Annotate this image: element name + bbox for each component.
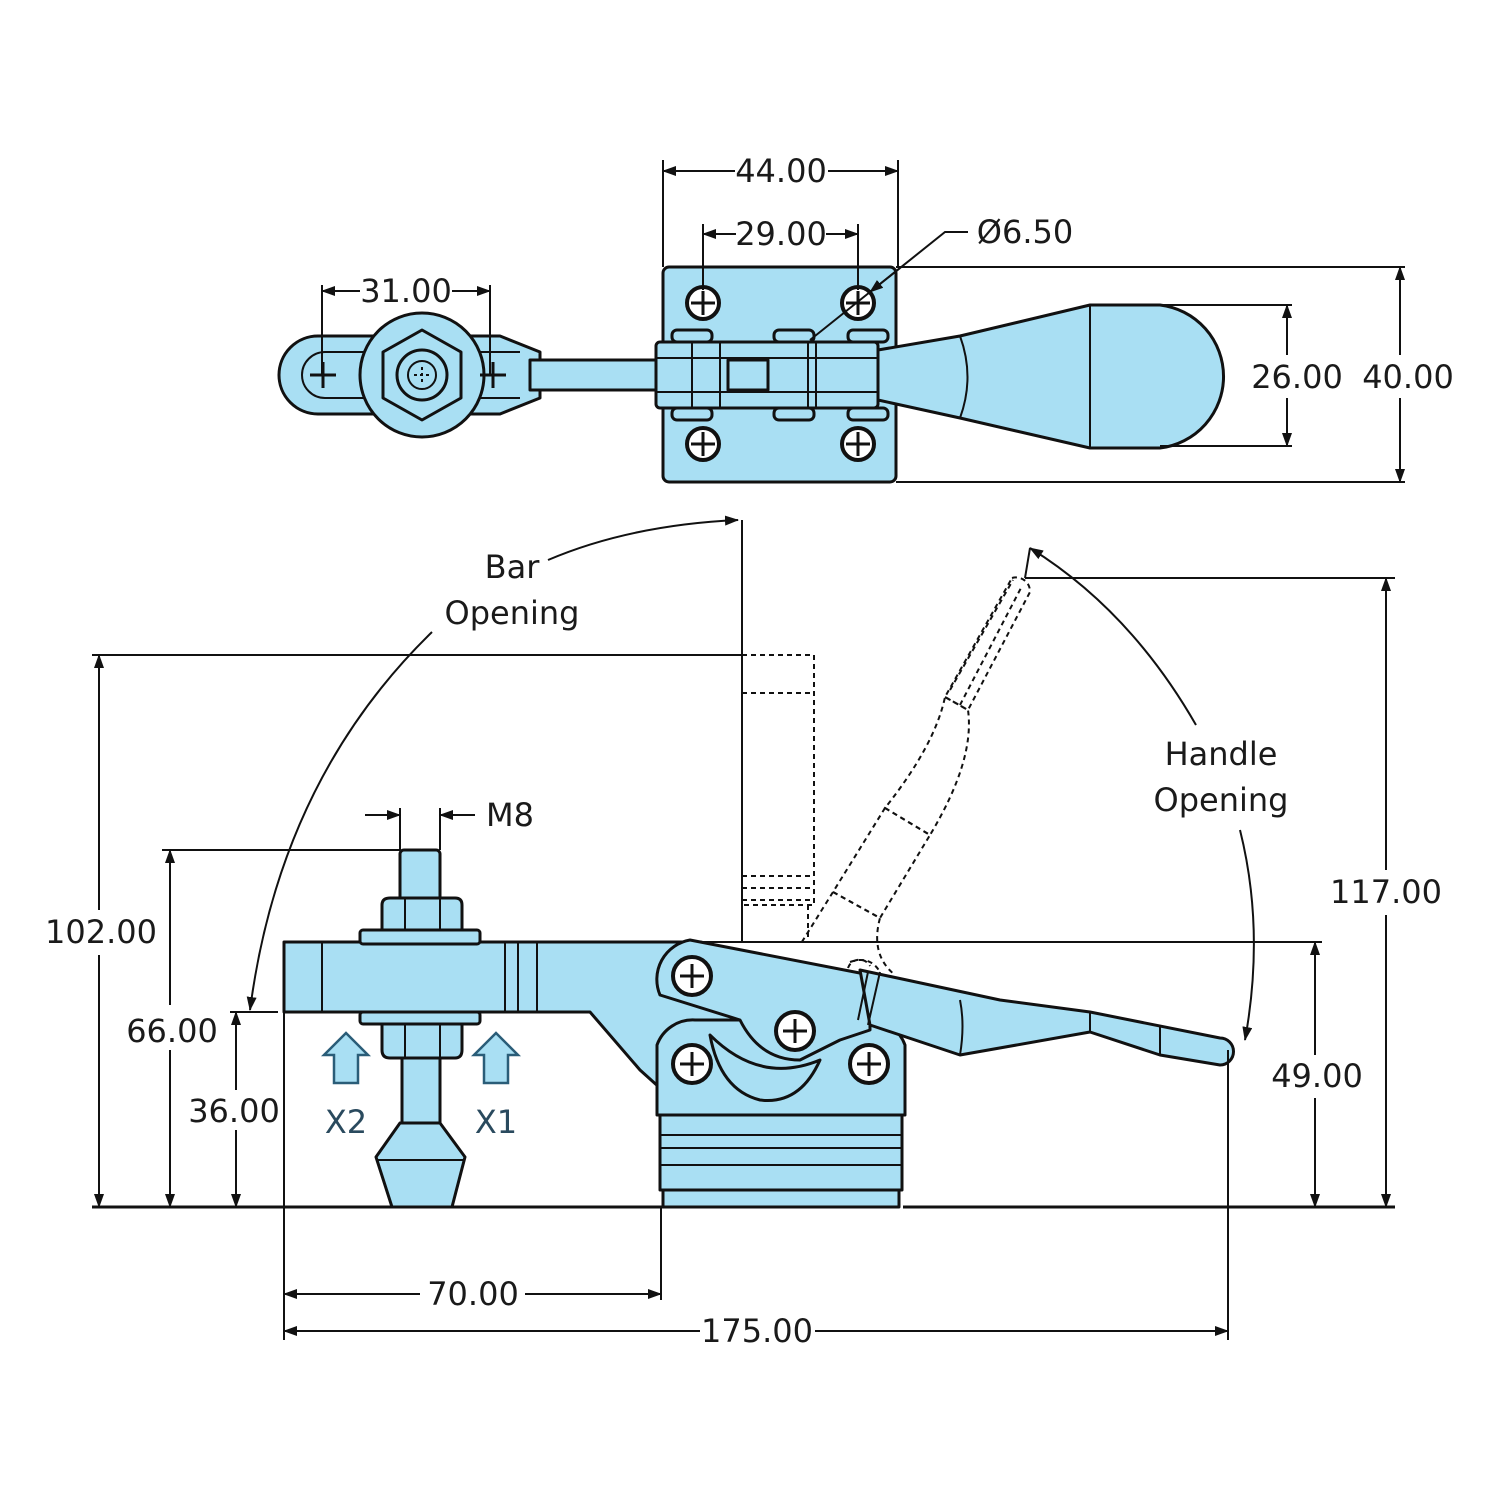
dim-label: M8 (486, 796, 534, 834)
handle-top (876, 303, 1226, 450)
bar-opening-arc: Bar Opening (246, 515, 743, 1011)
dim-44: 44.00 (662, 152, 899, 267)
dim-117: 117.00 (1025, 577, 1442, 1208)
handle-open-phantom (799, 576, 1032, 976)
dim-31: 31.00 (321, 272, 491, 375)
handle-opening-label-2: Opening (1154, 781, 1289, 819)
dim-label: 117.00 (1330, 873, 1442, 911)
dim-label: 44.00 (735, 152, 827, 190)
handle-opening-label-1: Handle (1165, 735, 1278, 773)
pivot-holes (671, 955, 890, 1085)
dim-label: 29.00 (735, 215, 827, 253)
base-block (655, 1018, 907, 1209)
dim-49: 49.00 (700, 941, 1363, 1208)
bar-opening-label-1: Bar (485, 548, 541, 586)
dim-26: 26.00 (1160, 304, 1343, 447)
handle (858, 968, 1235, 1067)
dim-102: 102.00 (45, 654, 742, 1208)
spindle-bolt (358, 848, 482, 1209)
dim-label: 40.00 (1362, 358, 1454, 396)
spindle-nut-top (358, 311, 486, 439)
force-arrow-x2: X2 (320, 1031, 372, 1141)
dim-label: 175.00 (701, 1312, 813, 1350)
dim-label: 36.00 (188, 1092, 280, 1130)
dim-thread: M8 (365, 796, 534, 850)
dim-label: 31.00 (360, 272, 452, 310)
bar-open-phantom (741, 654, 815, 942)
dim-label: 49.00 (1271, 1057, 1363, 1095)
dim-70: 70.00 (283, 1012, 662, 1340)
dim-label: 26.00 (1251, 358, 1343, 396)
force-label: X2 (325, 1103, 367, 1141)
dim-29: 29.00 (702, 215, 859, 290)
dim-label: 70.00 (427, 1275, 519, 1313)
dim-hole-diameter: Ø6.50 (809, 213, 1073, 341)
force-label: X1 (475, 1103, 517, 1141)
dim-label: 102.00 (45, 913, 157, 951)
dim-36: 36.00 (188, 1011, 280, 1208)
top-view: 44.00 29.00 Ø6.50 31.00 26.00 (277, 152, 1454, 484)
side-view: X2 X1 M8 Bar Opening Handle Opening (45, 515, 1442, 1350)
dim-label: 66.00 (126, 1012, 218, 1050)
dim-label: Ø6.50 (977, 213, 1073, 251)
force-arrow-x1: X1 (470, 1031, 522, 1141)
dim-40: 40.00 (896, 266, 1454, 483)
dim-175: 175.00 (283, 1050, 1229, 1350)
bar-opening-label-2: Opening (445, 594, 580, 632)
mounting-holes (685, 285, 876, 462)
dim-66: 66.00 (126, 849, 400, 1208)
handle-opening-arc: Handle Opening (1024, 547, 1289, 1041)
